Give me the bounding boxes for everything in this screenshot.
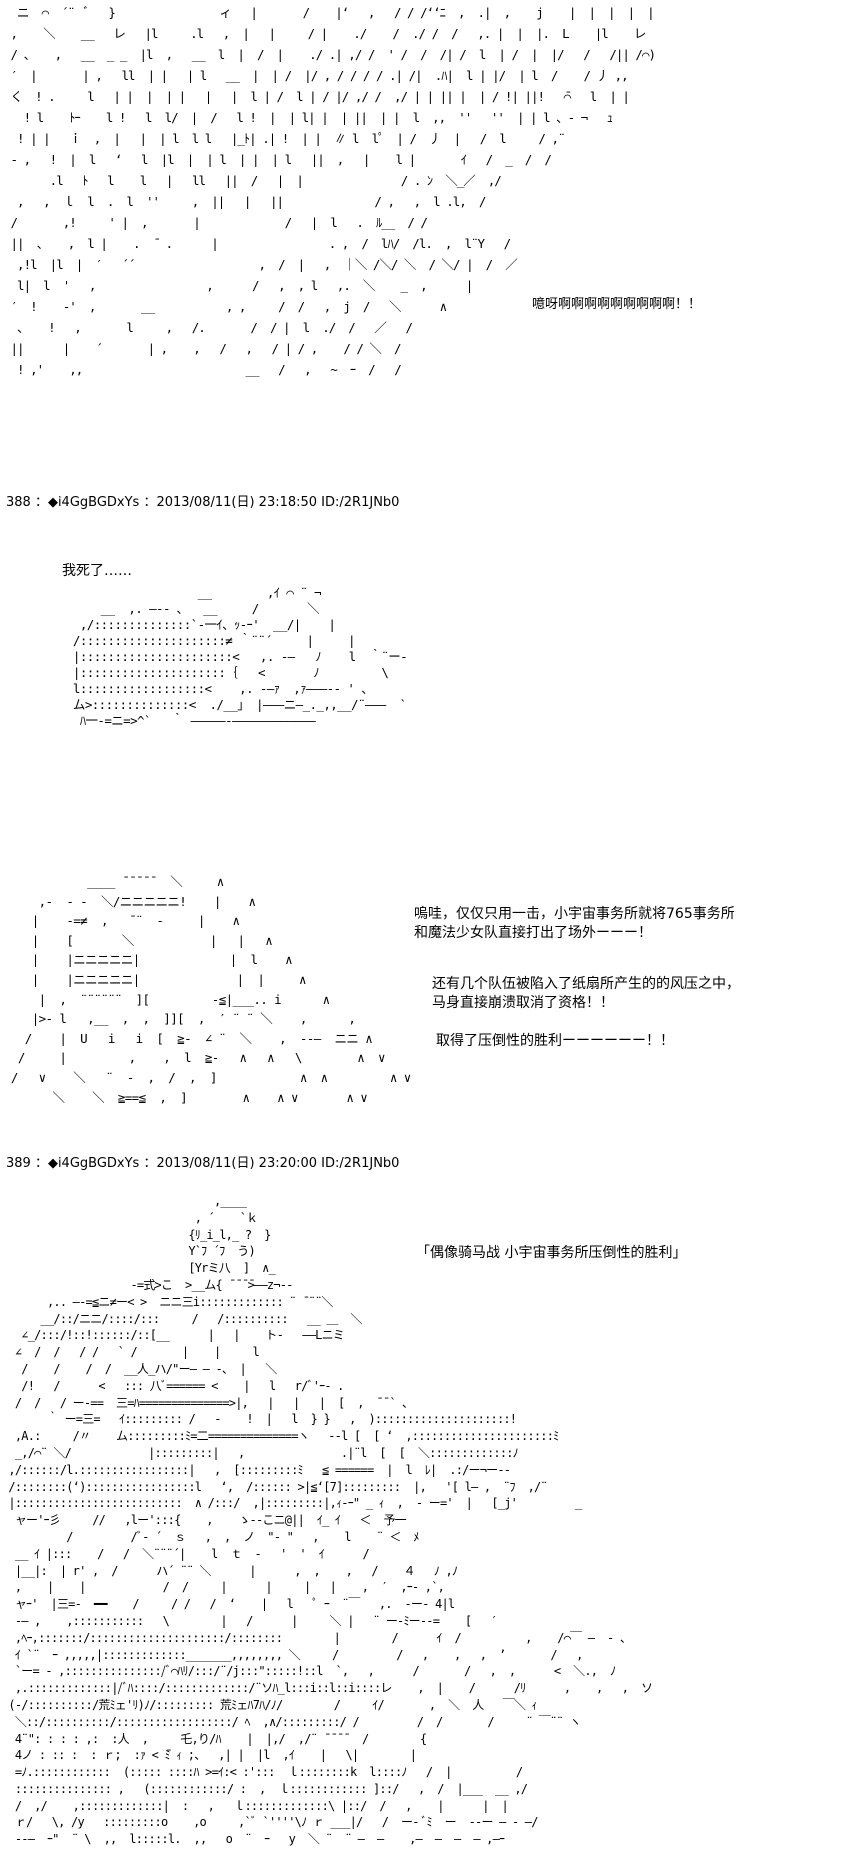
commentary-line-3: 还有几个队伍被陷入了纸扇所产生的的风压之中， <box>432 976 740 992</box>
victory-caption: 「偶像骑马战 小宇宙事务所压倒性的胜利」 <box>416 1245 687 1261</box>
shout-text: 噫呀啊啊啊啊啊啊啊啊啊！！ <box>532 297 702 312</box>
ascii-art-panel-2: __ ,ｲ ⌒ ¨ ¬ __ ,. ―‐- ､ __ / ＼ ,/:::::::… <box>72 585 408 728</box>
commentary-line-1: 嗚哇，仅仅只用一击，小宇宙事务所就将765事务所 <box>414 906 735 922</box>
ascii-art-panel-3: ____ ̄ ̄ ̄ ̄ ̄ ＼ ∧ ,- ‐ ‐ ＼/ニニニニニ! | ∧ |… <box>10 874 411 1105</box>
post-header-388: 388 ：◆i4GgBGDxYs ：2013/08/11(日) 23:18:50… <box>6 495 400 510</box>
post-header-389: 389 ：◆i4GgBGDxYs ：2013/08/11(日) 23:20:00… <box>6 1156 400 1171</box>
ascii-art-panel-4: ,____ , ´ `ｋ {ﾘ_i_l,_ ? } Y`ﾌ ´ﾌ う) [Yrミ… <box>8 1194 653 1847</box>
commentary-line-5: 取得了压倒性的胜利ーーーーーー！！ <box>436 1033 674 1049</box>
caption-i-died: 我死了…… <box>62 563 132 579</box>
ascii-art-panel-1: ニ ⌒ ´¨ ﾞ } ィ | / |‘ , / / /‘‘ﾆ , .| , j … <box>10 5 657 377</box>
commentary-line-4: 马身直接崩溃取消了资格！！ <box>432 995 614 1011</box>
commentary-line-2: 和魔法少女队直接打出了场外ーーー！ <box>414 925 652 941</box>
